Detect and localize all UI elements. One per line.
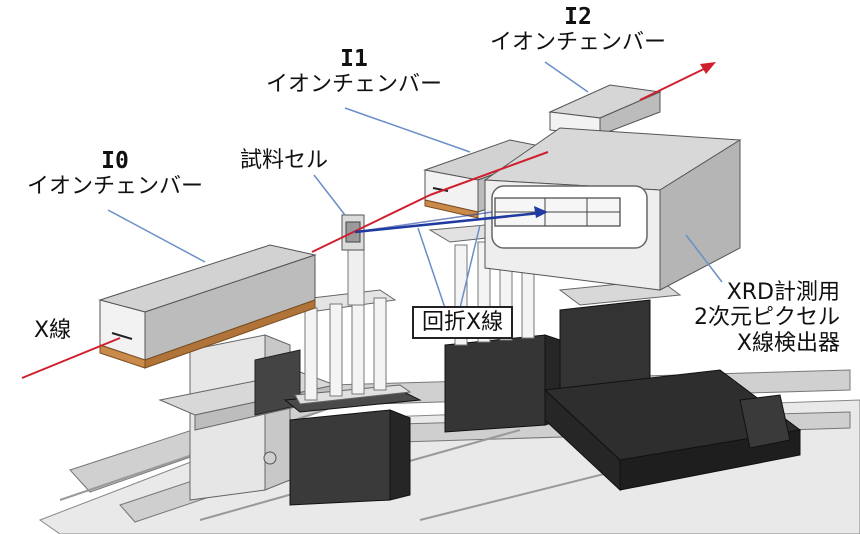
beams xyxy=(21,62,716,379)
detector-stage xyxy=(543,279,802,492)
label-i0: I0 イオンチェンバー xyxy=(20,148,210,200)
label-i1: I1 イオンチェンバー xyxy=(254,46,454,98)
i2-name: イオンチェンバー xyxy=(489,30,666,56)
label-xray: X線 xyxy=(34,318,72,343)
i0-name: イオンチェンバー xyxy=(26,174,203,200)
i0-tag: I0 xyxy=(101,148,129,174)
detector-line-3: X線検出器 xyxy=(736,330,840,356)
xrd-detector xyxy=(483,127,742,291)
i1-tag: I1 xyxy=(340,46,368,72)
detector-line-1: XRD計測用 xyxy=(726,280,840,305)
label-diffracted-xray: 回折X線 xyxy=(412,306,514,340)
i1-name: イオンチェンバー xyxy=(265,72,442,98)
leader-lines xyxy=(107,61,723,309)
i2-tag: I2 xyxy=(564,4,592,30)
detector-line-2: 2次元ピクセル xyxy=(694,305,840,331)
label-i2: I2 イオンチェンバー xyxy=(478,4,678,56)
i0-ion-chamber xyxy=(98,244,317,369)
label-sample-cell: 試料セル xyxy=(240,148,329,173)
i0-stand xyxy=(158,334,337,501)
i2-ion-chamber xyxy=(548,84,662,136)
label-detector: XRD計測用 2次元ピクセル X線検出器 xyxy=(640,280,840,356)
